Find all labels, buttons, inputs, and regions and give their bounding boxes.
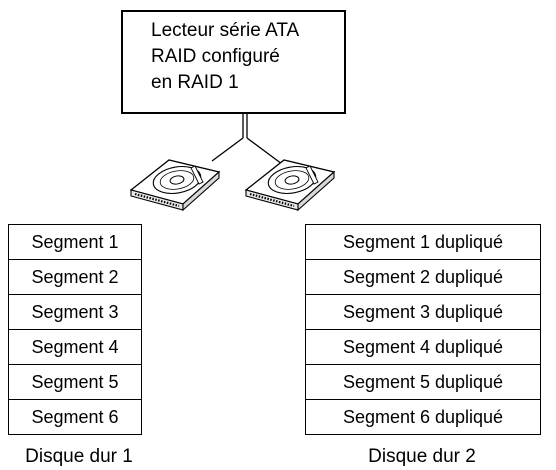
disk-2-segment-table: Segment 1 dupliqué Segment 2 dupliqué Se…: [305, 224, 541, 435]
mirrored-segment-cell: Segment 2 dupliqué: [305, 259, 541, 295]
table-row: Segment 5 dupliqué: [305, 364, 541, 400]
mirrored-segment-cell: Segment 6 dupliqué: [305, 399, 541, 435]
segment-cell: Segment 2: [8, 259, 142, 295]
mirrored-segment-cell: Segment 1 dupliqué: [305, 224, 541, 260]
table-row: Segment 4 dupliqué: [305, 329, 541, 365]
table-row: Segment 5: [8, 364, 142, 400]
table-row: Segment 4: [8, 329, 142, 365]
mirrored-segment-cell: Segment 4 dupliqué: [305, 329, 541, 365]
raid-controller-box: Lecteur série ATA RAID configuré en RAID…: [121, 10, 346, 114]
controller-line-2: RAID configuré: [151, 46, 280, 67]
segment-cell: Segment 1: [8, 224, 142, 260]
table-row: Segment 3: [8, 294, 142, 330]
table-row: Segment 3 dupliqué: [305, 294, 541, 330]
table-row: Segment 6: [8, 399, 142, 435]
controller-line-3: en RAID 1: [151, 72, 239, 93]
hard-drive-icon: [244, 159, 336, 212]
disk-2-caption: Disque dur 2: [368, 446, 476, 467]
table-row: Segment 1 dupliqué: [305, 224, 541, 260]
hard-drive-icon: [129, 159, 221, 212]
mirrored-segment-cell: Segment 3 dupliqué: [305, 294, 541, 330]
segment-cell: Segment 4: [8, 329, 142, 365]
disk-1-segment-table: Segment 1 Segment 2 Segment 3 Segment 4 …: [8, 224, 142, 435]
segment-cell: Segment 3: [8, 294, 142, 330]
table-row: Segment 2: [8, 259, 142, 295]
controller-line-1: Lecteur série ATA: [151, 20, 300, 41]
mirrored-segment-cell: Segment 5 dupliqué: [305, 364, 541, 400]
table-row: Segment 1: [8, 224, 142, 260]
disk-1-caption: Disque dur 1: [25, 446, 133, 467]
segment-cell: Segment 5: [8, 364, 142, 400]
table-row: Segment 6 dupliqué: [305, 399, 541, 435]
connection-cable: [211, 114, 283, 165]
segment-cell: Segment 6: [8, 399, 142, 435]
table-row: Segment 2 dupliqué: [305, 259, 541, 295]
